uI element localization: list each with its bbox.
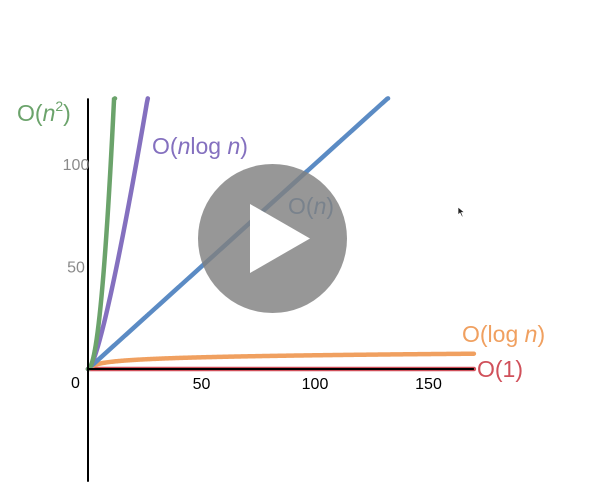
y-tick-label: 100 bbox=[63, 157, 90, 174]
ticks: 50 100 150 50 100 bbox=[63, 157, 442, 393]
x-tick-label: 50 bbox=[193, 376, 211, 393]
label-o-log-n: O(log n) bbox=[462, 321, 545, 347]
x-tick-label: 150 bbox=[415, 376, 442, 393]
series-line-nlogn bbox=[85, 96, 151, 372]
mouse-cursor-icon bbox=[457, 206, 466, 218]
play-icon bbox=[250, 204, 310, 273]
x-tick-label: 100 bbox=[302, 376, 329, 393]
y-tick-label: 50 bbox=[67, 260, 85, 277]
origin-label: 0 bbox=[71, 375, 80, 392]
label-o-n-log-n: O(nlog n) bbox=[152, 133, 248, 159]
play-button[interactable] bbox=[198, 164, 347, 313]
label-o-n-squared: O(n2) bbox=[17, 98, 71, 126]
label-o-1: O(1) bbox=[477, 356, 523, 382]
series-line-log bbox=[85, 351, 477, 372]
axes bbox=[87, 98, 474, 482]
series-line-quadratic bbox=[85, 96, 118, 372]
